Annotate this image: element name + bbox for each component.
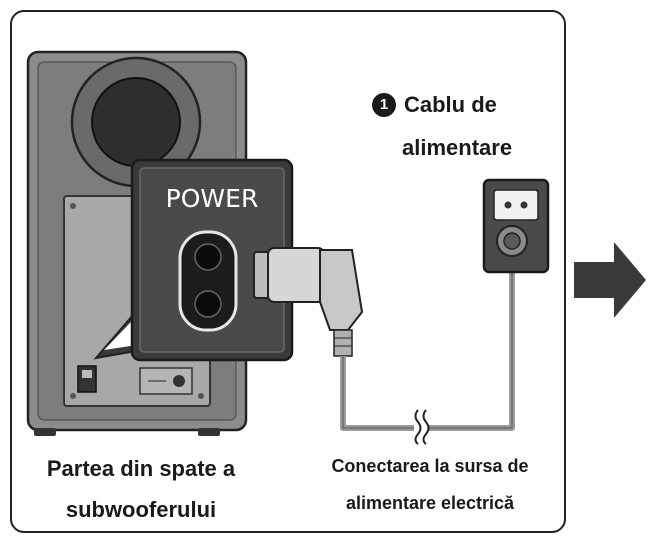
power-cable [340, 262, 515, 431]
cable-label-line1: Cablu de [404, 92, 497, 117]
cable-label-line2: alimentare [402, 135, 513, 160]
outlet-caption-line2: alimentare electrică [345, 493, 515, 513]
figure8-socket-icon [178, 230, 238, 332]
cable-label: 1 Cablu de [372, 92, 548, 118]
power-plug-icon [253, 247, 364, 357]
cable-break-icon [414, 409, 422, 445]
power-port-callout [93, 158, 294, 362]
power-switch-icon [77, 365, 97, 393]
power-port-label: POWER [142, 184, 282, 213]
wall-outlet-icon [482, 178, 550, 274]
step-number-badge: 1 [372, 93, 396, 117]
subwoofer-caption-line2: subwooferului [65, 497, 217, 522]
right-arrow-icon [574, 242, 646, 318]
subwoofer-caption-line1: Partea din spate a [46, 456, 236, 481]
outlet-caption-line1: Conectarea la sursa de [331, 456, 529, 476]
power-port-label-text: POWER [165, 184, 259, 213]
